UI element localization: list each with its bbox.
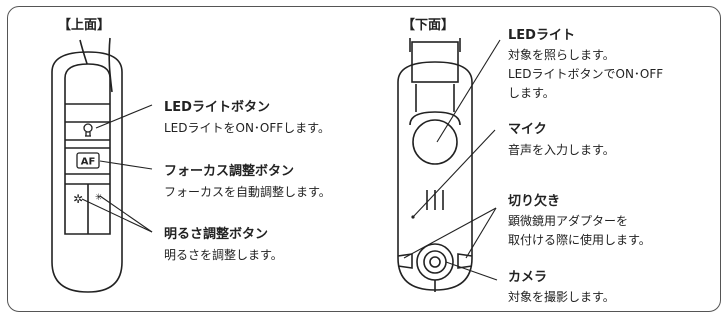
- top-view-heading: 【上面】: [58, 18, 111, 33]
- led-button-desc: LEDライトをON･OFFします。: [164, 121, 330, 135]
- af-icon-text: AF: [81, 157, 96, 168]
- led-light-title: LEDライト: [508, 28, 575, 43]
- mic-title: マイク: [508, 122, 547, 137]
- bottom-leader-lines: [403, 39, 501, 281]
- notch-left: [397, 253, 413, 269]
- camera-desc: 対象を撮影します。: [508, 290, 615, 304]
- focus-button-title: フォーカス調整ボタン: [164, 164, 295, 179]
- notch-desc-2: 取付ける際に使用します。: [508, 233, 651, 247]
- brightness-down-icon: ✲: [73, 192, 83, 206]
- top-view-device: [51, 37, 123, 293]
- top-body-outline: [51, 51, 123, 293]
- led-button-title: LEDライトボタン: [164, 100, 270, 115]
- diagram-frame: [7, 6, 721, 312]
- cable-right: [108, 37, 113, 93]
- camera-lens: [429, 256, 441, 268]
- top-leader-lines: [81, 104, 153, 233]
- af-icon-box: [76, 152, 100, 169]
- camera-title: カメラ: [508, 270, 548, 285]
- top-panel: [64, 63, 111, 235]
- notch-title: 切り欠き: [508, 194, 561, 209]
- bottom-body-outline: [397, 61, 473, 291]
- bottom-view-device: [397, 38, 473, 292]
- led-button-icon: [83, 123, 93, 137]
- focus-button-desc: フォーカスを自動調整します。: [164, 185, 331, 199]
- led-light-desc-3: します。: [508, 86, 555, 100]
- led-lens: [412, 119, 458, 165]
- notch-right: [457, 253, 473, 269]
- led-light-desc-1: 対象を照らします。: [508, 48, 615, 62]
- notch-desc-1: 顕微鏡用アダプターを: [508, 214, 629, 228]
- brightness-up-icon: ✳: [95, 193, 103, 203]
- brightness-button-title: 明るさ調整ボタン: [164, 227, 269, 242]
- bottom-view-heading: 【下面】: [402, 18, 455, 33]
- brightness-button-desc: 明るさを調整します。: [164, 248, 283, 262]
- mic-desc: 音声を入力します。: [508, 143, 615, 157]
- led-light-desc-2: LEDライトボタンでON･OFF: [508, 67, 664, 81]
